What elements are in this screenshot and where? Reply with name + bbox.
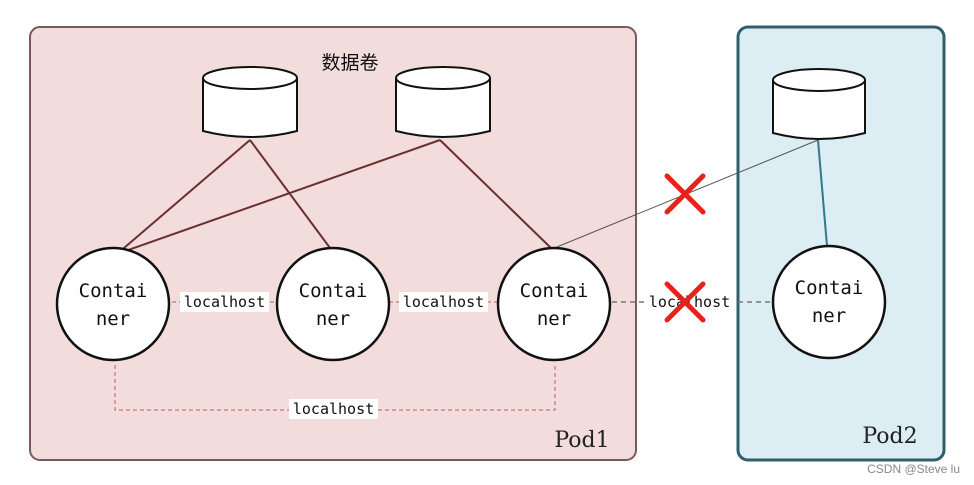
container-c2: Contai ner <box>275 246 391 362</box>
container-c1: Contai ner <box>55 246 171 362</box>
connection-label-c1-c2: localhost <box>180 292 269 312</box>
container-c3-line1: Contai <box>520 280 589 302</box>
connection-label-c1-c3-text: localhost <box>293 400 374 418</box>
pod1-box <box>29 26 637 461</box>
database-cylinder-icon <box>395 66 491 138</box>
container-c2-line2: ner <box>316 308 350 330</box>
volume2-c3-link <box>439 139 553 250</box>
database-cylinder-icon <box>772 68 866 140</box>
connection-label-c2-c3-text: localhost <box>403 293 484 311</box>
container-c4-line2: ner <box>812 305 846 327</box>
container-c3-line2: ner <box>537 308 571 330</box>
container-c1-line1: Contai <box>79 280 148 302</box>
watermark: CSDN @Steve lu <box>867 462 960 476</box>
volume-links <box>116 139 553 255</box>
connection-label-c3-c4: localhost <box>645 292 734 312</box>
cross-mark-icon <box>664 281 706 323</box>
cross-mark-icon <box>664 173 706 215</box>
connection-label-c3-c4-text: localhost <box>649 293 730 311</box>
container-c1-line2: ner <box>96 308 130 330</box>
connection-label-c1-c2-text: localhost <box>184 293 265 311</box>
connection-label-c2-c3: localhost <box>399 292 488 312</box>
pod2-label: Pod2 <box>862 424 917 449</box>
container-c4: Contai ner <box>771 244 887 360</box>
volume1-c1-link <box>116 139 251 255</box>
connection-label-c1-c3: localhost <box>289 399 378 419</box>
container-c4-line1: Contai <box>795 277 864 299</box>
volume1-c2-link <box>249 139 334 253</box>
pod1-label: Pod1 <box>554 428 609 453</box>
volume-label: 数据卷 <box>321 52 378 74</box>
database-cylinder-icon <box>202 66 298 138</box>
c1-c3-dashed-link <box>114 365 556 411</box>
pod2-volume-link <box>817 139 828 247</box>
container-c2-line1: Contai <box>299 280 368 302</box>
container-c3: Contai ner <box>496 246 612 362</box>
volume2-c1-link <box>116 139 441 255</box>
